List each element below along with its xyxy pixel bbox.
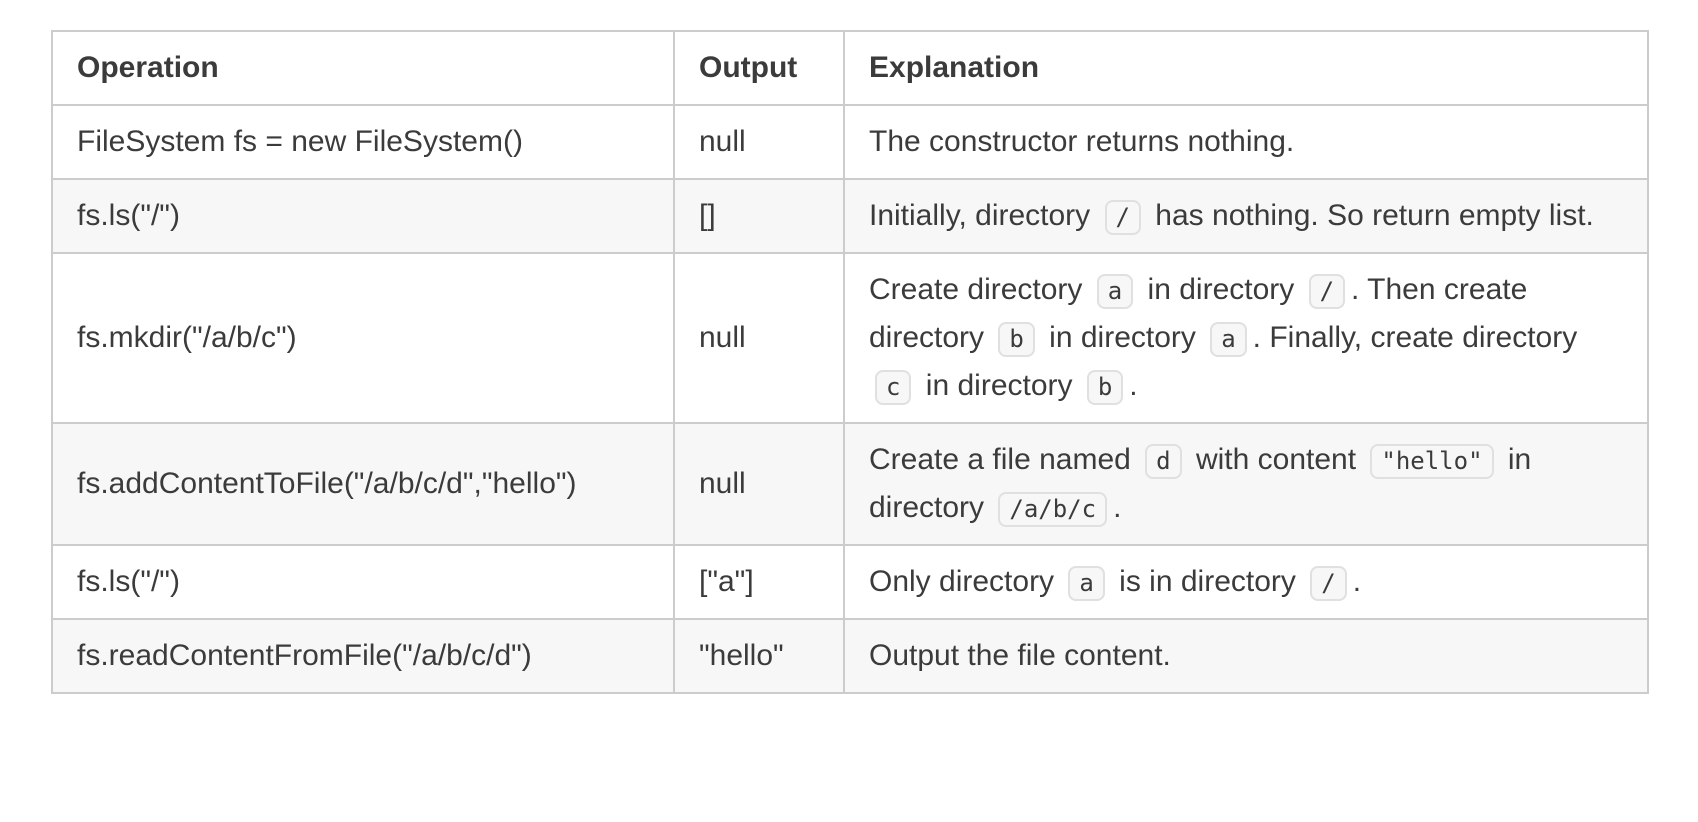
output-cell: null xyxy=(673,252,845,424)
output-cell: null xyxy=(673,422,845,546)
output-cell: [] xyxy=(673,178,845,254)
table-row: fs.ls("/")[]Initially, directory / has n… xyxy=(51,178,1649,254)
output-cell: "hello" xyxy=(673,618,845,694)
explanation-cell: The constructor returns nothing. xyxy=(843,104,1649,180)
explanation-cell: Output the file content. xyxy=(843,618,1649,694)
inline-code: /a/b/c xyxy=(998,492,1108,527)
table-row: fs.ls("/")["a"]Only directory a is in di… xyxy=(51,544,1649,620)
inline-code: d xyxy=(1145,444,1182,479)
operation-cell: FileSystem fs = new FileSystem() xyxy=(51,104,675,180)
table-header-row: Operation Output Explanation xyxy=(51,30,1649,106)
inline-code: c xyxy=(875,370,912,405)
table-row: fs.readContentFromFile("/a/b/c/d")"hello… xyxy=(51,618,1649,694)
inline-code: / xyxy=(1104,200,1141,235)
table-row: fs.addContentToFile("/a/b/c/d","hello")n… xyxy=(51,422,1649,546)
output-cell: ["a"] xyxy=(673,544,845,620)
operation-cell: fs.ls("/") xyxy=(51,178,675,254)
inline-code: / xyxy=(1310,566,1347,601)
explanation-cell: Create directory a in directory /. Then … xyxy=(843,252,1649,424)
inline-code: / xyxy=(1308,274,1346,309)
output-cell: null xyxy=(673,104,845,180)
inline-code: a xyxy=(1068,566,1105,601)
operation-cell: fs.ls("/") xyxy=(51,544,675,620)
explanation-cell: Create a file named d with content "hell… xyxy=(843,422,1649,546)
explanation-cell: Only directory a is in directory /. xyxy=(843,544,1649,620)
operation-cell: fs.addContentToFile("/a/b/c/d","hello") xyxy=(51,422,675,546)
inline-code: a xyxy=(1096,274,1134,309)
inline-code: b xyxy=(1086,370,1124,405)
operation-cell: fs.readContentFromFile("/a/b/c/d") xyxy=(51,618,675,694)
operation-cell: fs.mkdir("/a/b/c") xyxy=(51,252,675,424)
inline-code: "hello" xyxy=(1370,444,1494,479)
operations-table: Operation Output Explanation FileSystem … xyxy=(51,30,1649,694)
explanation-cell: Initially, directory / has nothing. So r… xyxy=(843,178,1649,254)
column-header-explanation: Explanation xyxy=(843,30,1649,106)
inline-code: b xyxy=(998,322,1035,357)
inline-code: a xyxy=(1210,322,1247,357)
column-header-output: Output xyxy=(673,30,845,106)
column-header-operation: Operation xyxy=(51,30,675,106)
page: Operation Output Explanation FileSystem … xyxy=(51,30,1649,694)
